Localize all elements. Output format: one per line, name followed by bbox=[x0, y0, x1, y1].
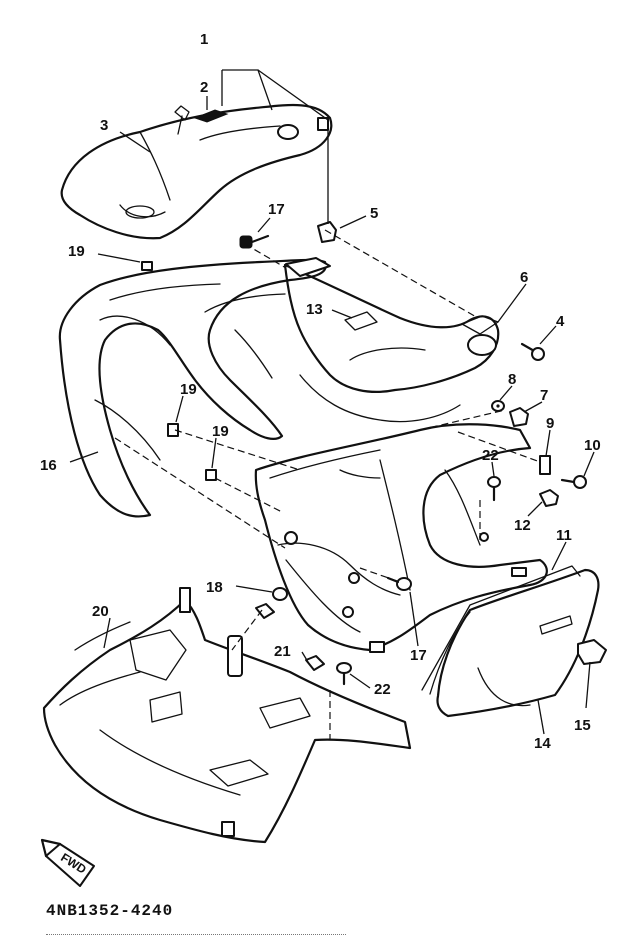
callout-9: 9 bbox=[546, 415, 554, 432]
callout-19-middle: 19 bbox=[180, 381, 197, 398]
callout-4: 4 bbox=[556, 313, 565, 330]
clip-part-9 bbox=[539, 455, 551, 475]
callout-21: 21 bbox=[274, 643, 291, 660]
bolt-part-17-lower bbox=[386, 576, 412, 591]
leg-shield-part bbox=[254, 423, 548, 653]
callout-5: 5 bbox=[370, 205, 378, 222]
forward-direction-badge: FWD bbox=[40, 838, 95, 887]
nut-part-21 bbox=[305, 655, 325, 671]
screw-part-22-top bbox=[487, 476, 501, 502]
callout-19-right: 19 bbox=[212, 423, 229, 440]
bolt-part-17-top bbox=[239, 234, 270, 249]
diagram-part-code: 4NB1352-4240 bbox=[46, 902, 174, 920]
callout-6: 6 bbox=[520, 269, 528, 286]
callout-numbers: 1 2 3 4 5 6 7 8 9 10 11 12 13 14 15 16 1… bbox=[40, 31, 601, 752]
nut-part-5 bbox=[317, 221, 337, 243]
bolt-part-4 bbox=[520, 342, 545, 361]
callout-14: 14 bbox=[534, 735, 551, 752]
nut-part-21-upper bbox=[255, 603, 275, 619]
grommet-part-7 bbox=[509, 407, 529, 427]
callout-12: 12 bbox=[514, 517, 531, 534]
callout-18: 18 bbox=[206, 579, 223, 596]
washer-part-8 bbox=[491, 400, 505, 412]
callout-22-top: 22 bbox=[482, 447, 499, 464]
callout-20: 20 bbox=[92, 603, 109, 620]
emblem-decal-part bbox=[193, 109, 229, 123]
callout-13: 13 bbox=[306, 301, 323, 318]
callout-7: 7 bbox=[540, 387, 548, 404]
callout-2: 2 bbox=[200, 79, 208, 96]
screw-part-10 bbox=[560, 475, 587, 489]
inner-panel-part bbox=[283, 257, 500, 423]
trim-clip-part-15 bbox=[577, 639, 607, 665]
callout-15: 15 bbox=[574, 717, 591, 734]
callout-leader-lines bbox=[69, 69, 595, 735]
callout-16: 16 bbox=[40, 457, 57, 474]
footboard-part bbox=[42, 587, 412, 844]
clip-part-12 bbox=[539, 489, 559, 507]
handlebar-cover-part bbox=[60, 103, 333, 240]
callout-10: 10 bbox=[584, 437, 601, 454]
screw-part-22-bottom bbox=[336, 662, 352, 686]
callout-11: 11 bbox=[556, 527, 572, 544]
side-lid-part bbox=[421, 565, 600, 718]
assembly-alignment-lines bbox=[114, 229, 541, 740]
footnote-divider bbox=[46, 934, 346, 939]
callout-17-lower: 17 bbox=[410, 647, 427, 664]
screw-part-18 bbox=[272, 587, 288, 601]
callout-19-left: 19 bbox=[68, 243, 85, 260]
front-cover-part bbox=[58, 258, 327, 518]
callout-1: 1 bbox=[200, 31, 208, 48]
callout-8: 8 bbox=[508, 371, 516, 388]
callout-17-top: 17 bbox=[268, 201, 285, 218]
callout-22-bottom: 22 bbox=[374, 681, 391, 698]
callout-3: 3 bbox=[100, 117, 108, 134]
